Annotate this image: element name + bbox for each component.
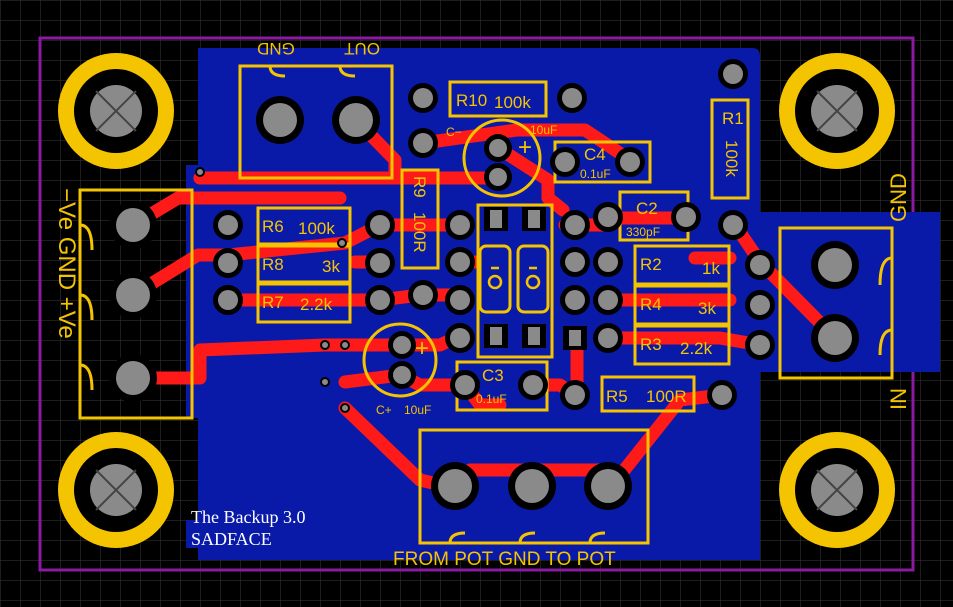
- c-minus-label: C−: [446, 125, 462, 139]
- r5-label: R5: [606, 387, 628, 406]
- mounting-holes: [58, 53, 895, 548]
- c-plus-cap-label: 10uF: [404, 403, 431, 417]
- c4-value: 0.1uF: [580, 167, 611, 181]
- mounting-hole-top-left: [58, 53, 174, 169]
- r2-value: 1k: [702, 259, 720, 278]
- c-plus-label: C+: [376, 403, 392, 417]
- c-plus-electrolytic-outline: [362, 322, 438, 398]
- credit-title: The Backup 3.0: [191, 507, 306, 527]
- r4-label: R4: [640, 295, 662, 314]
- r4-outline: [633, 284, 731, 326]
- r8-outline: [256, 244, 352, 284]
- svg-text:+: +: [415, 335, 429, 362]
- r4-value: 3k: [698, 299, 716, 318]
- r6-outline: [256, 206, 352, 246]
- r2-label: R2: [640, 255, 662, 274]
- pads: [109, 59, 859, 510]
- gnd-right-label: GND: [886, 173, 911, 222]
- mounting-hole-bottom-left: [58, 432, 174, 548]
- r5-outline: [600, 375, 696, 413]
- r9-label: R9: [410, 176, 429, 198]
- r1-outline: [710, 98, 750, 200]
- c2-value: 330pF: [626, 225, 660, 239]
- pot-connector-label: FROM POT GND TO POT: [393, 549, 616, 570]
- r9-outline: [400, 168, 440, 270]
- in-connector-outline: [778, 226, 894, 380]
- mounting-hole-top-right: [779, 53, 895, 169]
- out-top-label: OUT: [344, 39, 380, 58]
- r7-value: 2.2k: [300, 295, 333, 314]
- ic-socket-outline: [476, 203, 554, 359]
- c2-label: C2: [636, 199, 658, 218]
- r3-outline: [633, 324, 731, 366]
- c3-value: 0.1uF: [476, 392, 507, 406]
- r6-value: 100k: [298, 219, 335, 238]
- r2-outline: [633, 244, 731, 286]
- c3-label: C3: [482, 366, 504, 385]
- ic-outline-left: [478, 244, 512, 314]
- out-connector-outline: [238, 64, 394, 180]
- r3-value: 2.2k: [680, 339, 713, 358]
- c4-cap-label: 10uF: [530, 123, 557, 137]
- r1-value: 100k: [722, 140, 741, 177]
- svg-text:+: +: [518, 134, 532, 161]
- r5-value: 100R: [646, 387, 687, 406]
- gnd-top-label: GND: [257, 39, 295, 58]
- r8-label: R8: [262, 255, 284, 274]
- credit-text: The Backup 3.0 SADFACE: [191, 506, 305, 550]
- r3-label: R3: [640, 335, 662, 354]
- r1-label: R1: [722, 109, 744, 128]
- power-connector-outline: [78, 188, 194, 420]
- c4-electrolytic-outline: [462, 118, 542, 198]
- r10-value: 100k: [494, 93, 531, 112]
- mounting-hole-bottom-right: [779, 432, 895, 548]
- c4-label: C4: [584, 145, 606, 164]
- r6-label: R6: [262, 217, 284, 236]
- in-right-label: IN: [886, 388, 911, 410]
- r8-value: 3k: [322, 257, 340, 276]
- pot-connector-outline: [418, 428, 650, 545]
- credit-author: SADFACE: [191, 529, 272, 549]
- r7-label: R7: [262, 293, 284, 312]
- r9-value: 100R: [410, 212, 429, 253]
- r10-outline: [448, 80, 548, 118]
- r10-label: R10: [456, 91, 487, 110]
- ic-outline-right: [516, 244, 550, 314]
- power-connector-label: −Ve GND +Ve: [53, 188, 80, 339]
- r7-outline: [256, 282, 352, 324]
